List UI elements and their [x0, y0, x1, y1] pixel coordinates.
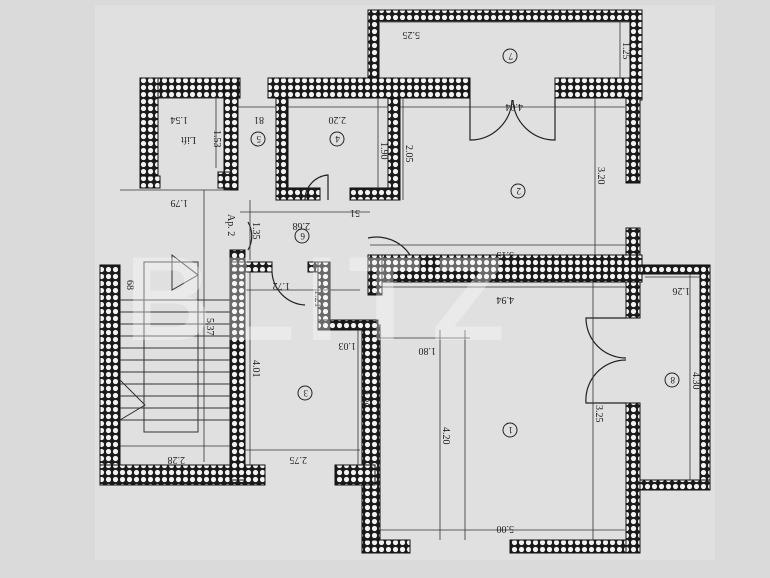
room-6-label: 6 — [300, 231, 305, 241]
dim-r6-height: 1.35 — [250, 222, 261, 240]
room-4-label: 4 — [335, 134, 340, 144]
room-2-label: 2 — [517, 186, 522, 196]
dim-stair-length: 5.37 — [204, 318, 215, 336]
doors — [247, 98, 627, 404]
dim-stair-width: 2.28 — [168, 454, 186, 465]
dim-r8-height: 4.30 — [690, 372, 701, 390]
dim-r3-height: 4.01 — [250, 360, 261, 378]
walls — [99, 9, 711, 554]
dim-r1-sub-height: 4.20 — [440, 427, 451, 445]
dim-r2-side: 2.05 — [403, 145, 414, 163]
dim-r7-height: 1.25 — [620, 42, 631, 60]
dim-r3-width: 2.75 — [290, 454, 308, 465]
dim-r3-stub: 1.21 — [312, 290, 323, 308]
dim-stair-top: 68 — [124, 280, 135, 290]
room-1-label: 1 — [509, 425, 514, 435]
watermark: BLITZ — [125, 232, 515, 366]
dim-r1-sub-width: 1.80 — [419, 345, 437, 356]
room-labels — [250, 48, 680, 438]
dim-r1-top: 4.94 — [497, 294, 515, 305]
room-8-label: 8 — [670, 375, 675, 385]
dimension-lines — [120, 21, 700, 540]
stair-label: Ap. 2 — [225, 214, 236, 236]
dim-r5-width: 81 — [254, 114, 264, 125]
dim-r3-side: 2.30 — [359, 390, 370, 408]
room-5-label: 5 — [256, 134, 261, 144]
room-3-label: 3 — [303, 388, 308, 398]
dim-lift-base: 1.79 — [171, 197, 189, 208]
dim-r3-step: 1.03 — [339, 340, 357, 351]
dim-lift-height: 1.53 — [211, 130, 222, 148]
dim-r7-width: 5.25 — [403, 29, 421, 40]
dim-r6-small: 51 — [350, 207, 360, 218]
room-7-label: 7 — [508, 51, 513, 61]
lift-label: Lift — [181, 134, 196, 145]
dim-lift-width: 1.54 — [171, 114, 189, 125]
staircase — [119, 253, 230, 433]
dim-r4-height: 1.90 — [378, 142, 389, 160]
dim-r1-side: 3.25 — [593, 405, 604, 423]
dim-r6-width: 2.68 — [293, 220, 311, 231]
dim-r2-height: 3.20 — [595, 167, 606, 185]
dim-r3-door: 1.72 — [273, 280, 291, 291]
dim-r2-width: 5.15 — [497, 249, 515, 260]
dim-r1-width: 5.00 — [497, 523, 515, 534]
dimension-labels: 5.25 1.25 4.04 3.20 5.15 4.94 1.26 4.30 … — [124, 29, 701, 534]
dim-r8-width: 1.26 — [673, 285, 691, 296]
dim-r2-door: 4.04 — [506, 101, 524, 112]
dim-r4-width: 2.20 — [329, 114, 347, 125]
